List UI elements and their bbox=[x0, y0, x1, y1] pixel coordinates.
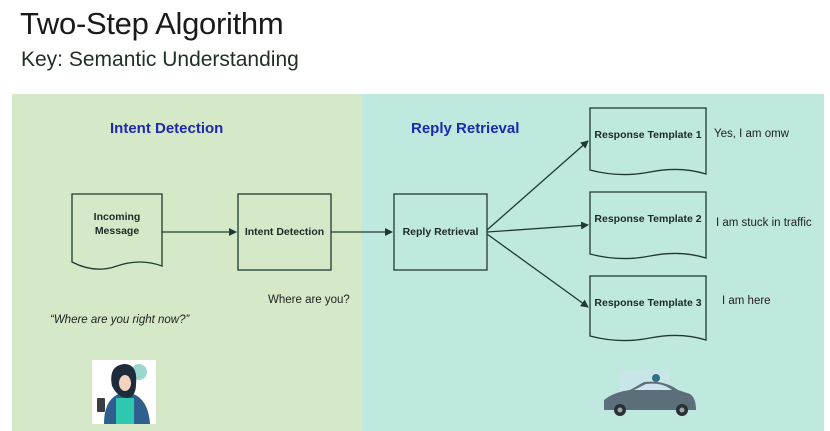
reply-3-text: I am here bbox=[722, 295, 771, 307]
arrow-to-template-1 bbox=[486, 140, 589, 231]
template-1-shape bbox=[589, 107, 707, 176]
intent-detection-label: Intent Detection bbox=[244, 226, 325, 238]
incoming-message-shape bbox=[71, 193, 163, 270]
template-2-shape bbox=[589, 191, 707, 260]
reply-retrieval-label: Reply Retrieval bbox=[402, 226, 479, 238]
example-message-note: “Where are you right now?” bbox=[50, 314, 190, 326]
template-2-label: Response Template 2 bbox=[594, 213, 702, 225]
arrow-to-template-3 bbox=[486, 233, 589, 308]
incoming-message-label: Incoming Message bbox=[93, 211, 141, 237]
detected-intent-note: Where are you? bbox=[268, 294, 350, 306]
intent-detection-box bbox=[237, 193, 332, 271]
reply-retrieval-box bbox=[393, 193, 488, 271]
template-3-label: Response Template 3 bbox=[594, 297, 702, 309]
car-illustration bbox=[604, 370, 696, 416]
intent-detection-heading: Intent Detection bbox=[110, 120, 224, 137]
reply-retrieval-heading: Reply Retrieval bbox=[411, 120, 520, 137]
template-1-label: Response Template 1 bbox=[594, 129, 702, 141]
slide-subtitle: Key: Semantic Understanding bbox=[21, 48, 299, 71]
reply-2-text: I am stuck in traffic bbox=[716, 217, 812, 229]
slide-title: Two-Step Algorithm bbox=[20, 6, 284, 41]
arrow-to-template-2 bbox=[486, 221, 589, 233]
reply-1-text: Yes, I am omw bbox=[714, 128, 789, 140]
person-illustration bbox=[92, 360, 156, 424]
template-3-shape bbox=[589, 275, 707, 342]
